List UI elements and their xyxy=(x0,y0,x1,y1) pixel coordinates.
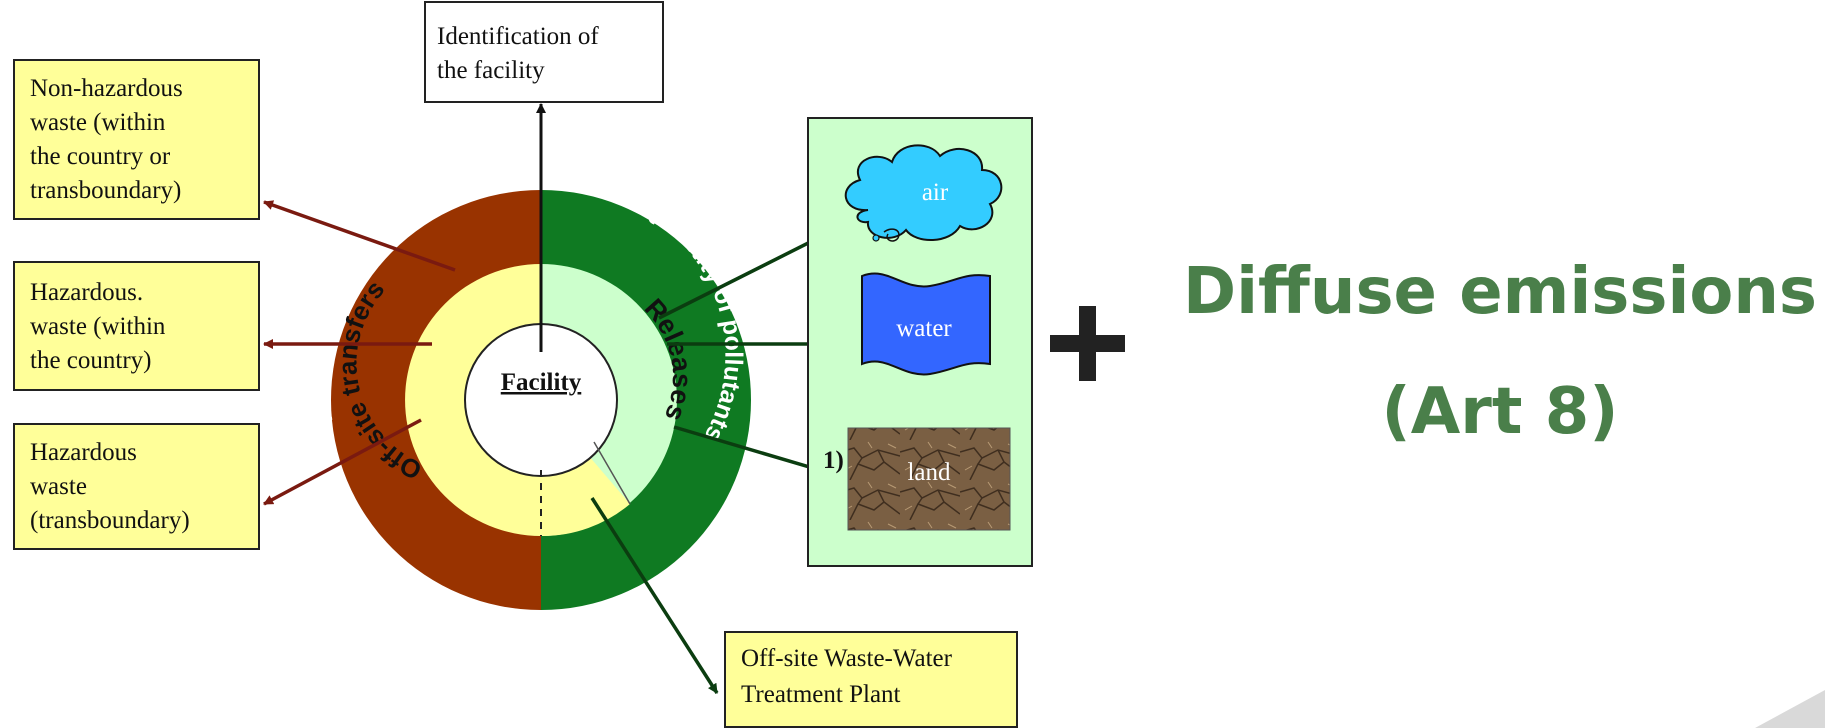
hazardous-country-box: Hazardous. waste (within the country) xyxy=(13,261,260,391)
water-flag-icon xyxy=(861,272,991,376)
land-label: land xyxy=(907,459,951,486)
hazardous-country-line-1: Hazardous. xyxy=(30,279,143,306)
wwtp-line-2: Treatment Plant xyxy=(741,681,901,708)
water-label: water xyxy=(896,315,952,342)
arrow-to-hazardous-transboundary xyxy=(263,418,422,506)
headline-line-2: (Art 8) xyxy=(1381,375,1619,449)
hazardous-transboundary-line-3: (transboundary) xyxy=(30,507,190,534)
facility-label: Facility xyxy=(501,369,582,396)
non-hazardous-line-3: the country or xyxy=(30,143,171,170)
arrow-to-non-hazardous xyxy=(263,200,456,272)
hazardous-transboundary-line-2: waste xyxy=(30,473,87,500)
ring-group xyxy=(331,190,751,610)
headline: Diffuse emissions (Art 8) xyxy=(1180,232,1820,472)
non-hazardous-line-4: transboundary) xyxy=(30,177,181,204)
plus-icon xyxy=(1050,300,1140,390)
identification-line-2: the facility xyxy=(437,57,545,84)
non-hazardous-line-2: waste (within xyxy=(30,109,166,136)
wwtp-line-1: Off-site Waste-Water xyxy=(741,645,953,672)
land-soil-icon xyxy=(847,427,1011,531)
non-hazardous-box: Non-hazardous waste (within the country … xyxy=(13,59,260,220)
hazardous-country-line-3: the country) xyxy=(30,347,151,374)
hazardous-country-line-2: waste (within xyxy=(30,313,166,340)
hazardous-transboundary-box: Hazardous waste (transboundary) xyxy=(13,423,260,550)
identification-box: Identification of the facility xyxy=(424,1,664,103)
wwtp-sector-edge xyxy=(593,441,631,505)
air-cloud-icon xyxy=(844,144,1003,242)
hazardous-transboundary-line-1: Hazardous xyxy=(30,439,137,466)
headline-line-1: Diffuse emissions xyxy=(1182,255,1818,329)
ring-label-quantity-of-waste: Quantity of waste xyxy=(276,207,340,444)
non-hazardous-line-1: Non-hazardous xyxy=(30,75,183,102)
corner-decoration xyxy=(1755,690,1825,728)
identification-line-1: Identification of xyxy=(437,23,599,50)
air-label: air xyxy=(922,179,949,206)
media-panel: air water land 1) xyxy=(807,117,1033,567)
arrow-to-wwtp xyxy=(590,497,719,694)
land-footnote: 1) xyxy=(823,447,844,474)
wwtp-box: Off-site Waste-Water Treatment Plant xyxy=(724,631,1018,728)
